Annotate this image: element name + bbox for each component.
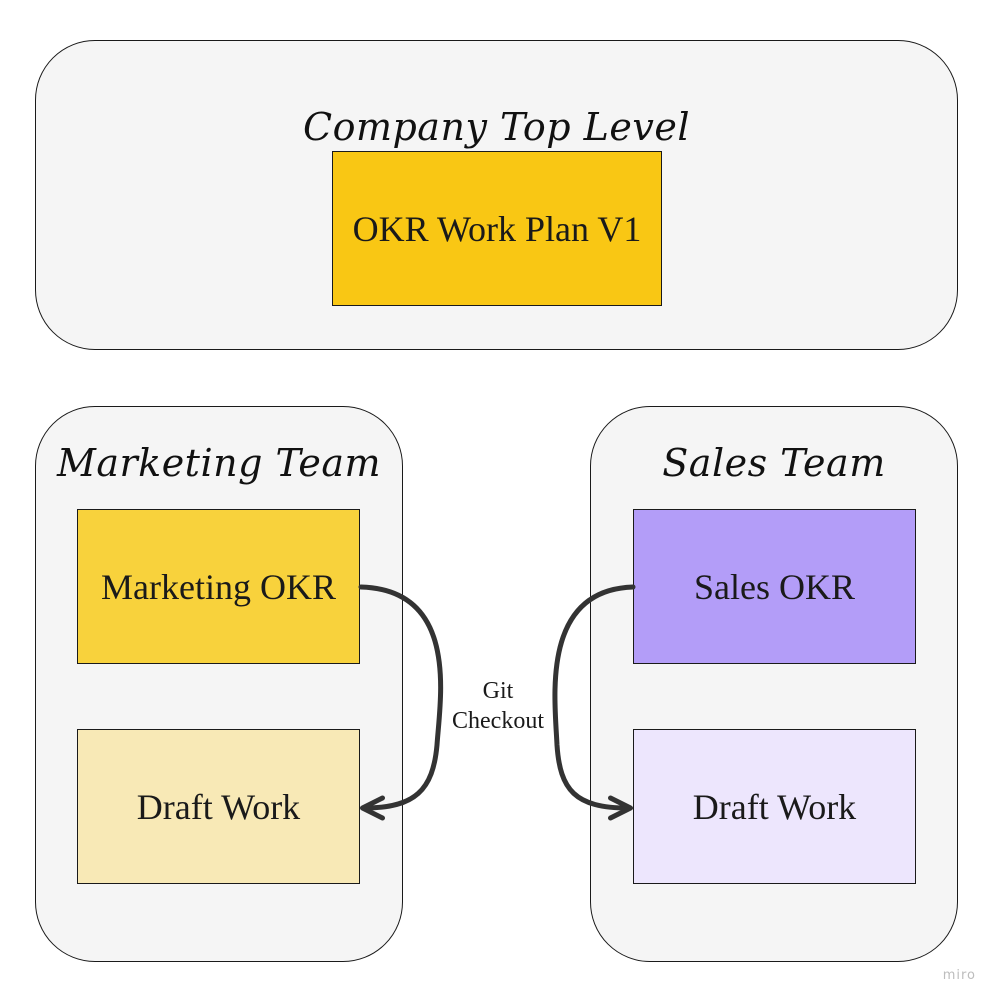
sales-git-checkout-arrow[interactable] (552, 584, 636, 821)
sales-draft-work-card[interactable]: Draft Work (633, 729, 916, 884)
miro-watermark: miro (942, 968, 976, 983)
okr-work-plan-card[interactable]: OKR Work Plan V1 (332, 151, 662, 306)
git-checkout-label: Git Checkout (433, 676, 563, 736)
frame-title: Company Top Level (303, 105, 690, 149)
marketing-git-checkout-arrow[interactable] (358, 584, 444, 821)
marketing-okr-card[interactable]: Marketing OKR (77, 509, 360, 664)
frame-title: Sales Team (662, 441, 886, 485)
marketing-draft-work-card[interactable]: Draft Work (77, 729, 360, 884)
connector-label-line: Git (482, 678, 514, 704)
sales-okr-card[interactable]: Sales OKR (633, 509, 916, 664)
connector-label-line: Checkout (452, 708, 544, 734)
frame-title: Marketing Team (56, 441, 382, 485)
